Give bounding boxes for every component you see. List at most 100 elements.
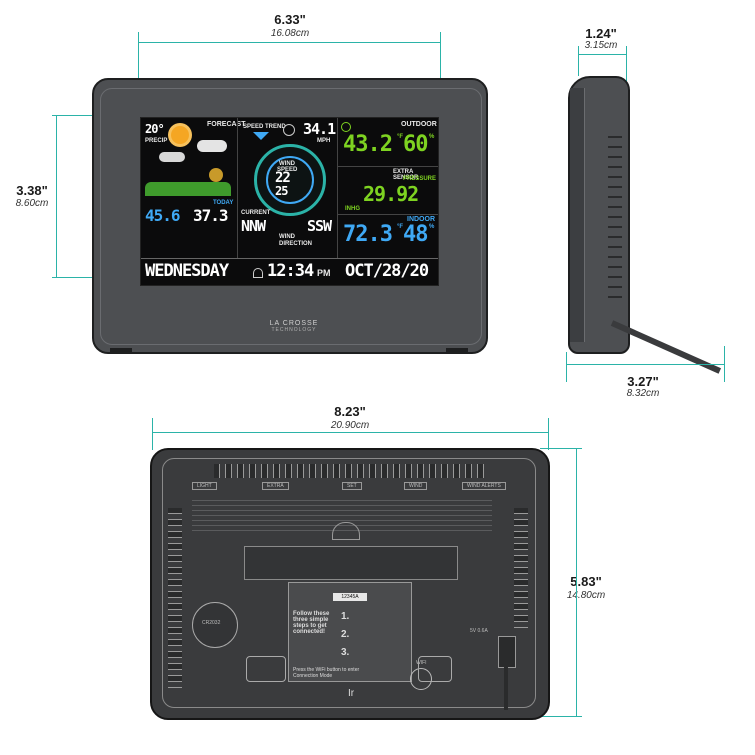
- front-width-line: [138, 42, 440, 43]
- back-height-tick-top: [540, 448, 582, 449]
- wind-speed-bottom: 25: [275, 184, 288, 198]
- back-height-inches: 5.83": [570, 574, 602, 589]
- serial-number: 12345A: [341, 594, 359, 600]
- extra-button[interactable]: EXTRA: [262, 482, 289, 490]
- outdoor-temp: 43.2: [343, 132, 393, 157]
- outdoor-divider: [338, 166, 438, 167]
- indoor-label: INDOOR: [407, 216, 435, 223]
- side-depth-line: [578, 54, 626, 55]
- precip-label: PRECIP: [145, 138, 168, 144]
- back-width-tick-left: [152, 418, 153, 450]
- current-direction: NNW: [241, 217, 266, 235]
- wind-alerts-button[interactable]: WIND ALERTS: [462, 482, 506, 490]
- indoor-temp: 72.3: [343, 222, 393, 247]
- stand-hook: [332, 522, 360, 540]
- right-vent-column: [514, 508, 528, 628]
- top-vent-row: [214, 464, 484, 478]
- today-label: TODAY: [213, 200, 234, 206]
- brand-logo: LA CROSSE TECHNOLOGY: [254, 320, 334, 333]
- sun-small-icon: [341, 122, 351, 132]
- speed-trend-label: SPEED TREND: [243, 124, 286, 130]
- wind-label: WIND: [279, 161, 295, 167]
- stand-depth-tick-left: [566, 352, 567, 382]
- back-width-cm: 20.90cm: [330, 420, 370, 431]
- side-depth-cm: 3.15cm: [584, 40, 618, 51]
- back-width-line: [152, 432, 548, 433]
- outdoor-temp-unit: °F: [397, 134, 404, 140]
- power-cable: [504, 666, 508, 710]
- wind-gust-unit: MPH: [317, 138, 331, 144]
- serial-sticker: 12345A: [333, 593, 367, 601]
- pressure-label: PRESSURE: [403, 176, 437, 182]
- back-height-line: [576, 448, 577, 716]
- back-height-tick-bottom: [540, 716, 582, 717]
- side-grip-ridges: [608, 128, 622, 298]
- wind-button[interactable]: WIND: [404, 482, 428, 490]
- pressure-value: 29.92: [363, 182, 419, 206]
- step-1: 1.: [341, 611, 350, 622]
- weather-station-side: [568, 76, 630, 354]
- power-label: 5V 0.6A: [470, 628, 488, 634]
- brand-name: LA CROSSE: [269, 320, 319, 327]
- day-of-week: WEDNESDAY: [145, 261, 229, 281]
- front-height-cm: 8.60cm: [15, 198, 49, 209]
- front-height-inches: 3.38": [16, 183, 48, 198]
- front-bezel-inner: [100, 88, 482, 345]
- stand-depth-tick-right: [724, 346, 725, 382]
- back-width-tick-right: [548, 418, 549, 450]
- front-height-line: [56, 115, 57, 277]
- fan-icon: [283, 124, 295, 136]
- pressure-divider: [338, 214, 438, 215]
- battery-label: CR2032: [202, 620, 221, 626]
- step-2: 2.: [341, 629, 350, 640]
- extra-sensor-label: EXTRA SENSOR: [393, 169, 419, 181]
- pressure-unit: INHG: [345, 206, 360, 212]
- date-value: OCT/28/20: [345, 261, 429, 281]
- wind-panel-divider: [237, 118, 238, 258]
- indoor-temp-unit: °F: [397, 224, 404, 230]
- back-width-inches: 8.23": [334, 404, 366, 419]
- indoor-humidity-unit: %: [429, 224, 435, 230]
- battery-cover[interactable]: [192, 602, 238, 648]
- lcd-display: 20° PRECIP FORECAST TODAY 45.6 37.3 SPEE…: [140, 117, 439, 286]
- weather-station-front: 20° PRECIP FORECAST TODAY 45.6 37.3 SPEE…: [92, 78, 488, 354]
- outdoor-humidity-unit: %: [429, 134, 435, 140]
- indoor-humidity: 48: [403, 222, 428, 247]
- stand-slot: [244, 546, 458, 580]
- bottom-strip-divider: [141, 258, 438, 259]
- wifi-button-label: WIFI: [416, 660, 427, 666]
- stand-depth-inches: 3.27": [627, 374, 659, 389]
- wifi-button[interactable]: [410, 668, 432, 690]
- right-panel-divider: [337, 118, 338, 258]
- front-width-cm: 16.08cm: [270, 28, 310, 39]
- forecast-label: FORECAST: [207, 121, 246, 128]
- side-depth-inches: 1.24": [585, 26, 617, 41]
- today-low: 45.6: [145, 206, 181, 225]
- front-width-tick-right: [440, 32, 441, 114]
- set-button[interactable]: SET: [342, 482, 362, 490]
- ir-sensor-mark: Ir: [348, 688, 355, 699]
- left-vent-column: [168, 508, 182, 688]
- power-jack: [498, 636, 516, 668]
- step-3: 3.: [341, 647, 350, 658]
- speed-trend-icon: [253, 132, 269, 140]
- sun-icon: [171, 126, 189, 144]
- front-width-tick-left: [138, 32, 139, 114]
- compass-inner: [266, 156, 314, 204]
- foot-pad-right: [418, 656, 452, 682]
- light-button[interactable]: LIGHT: [192, 482, 217, 490]
- outdoor-label: OUTDOOR: [401, 121, 437, 128]
- foot-right: [446, 348, 468, 353]
- today-high: 37.3: [193, 206, 229, 225]
- stand-depth-cm: 8.32cm: [626, 388, 660, 399]
- foot-pad-left: [246, 656, 286, 682]
- weather-station-back: LIGHT EXTRA SET WIND WIND ALERTS 12345A …: [150, 448, 550, 720]
- front-width-inches: 6.33": [274, 12, 306, 27]
- cloud-icon: [159, 152, 185, 162]
- back-height-cm: 14.80cm: [566, 590, 606, 601]
- time-suffix: PM: [317, 268, 331, 278]
- cloud-icon-2: [197, 140, 227, 152]
- outdoor-humidity: 60: [403, 132, 428, 157]
- label-panel: 12345A Follow these three simple steps t…: [288, 582, 412, 682]
- wind-gust: 34.1: [303, 120, 336, 138]
